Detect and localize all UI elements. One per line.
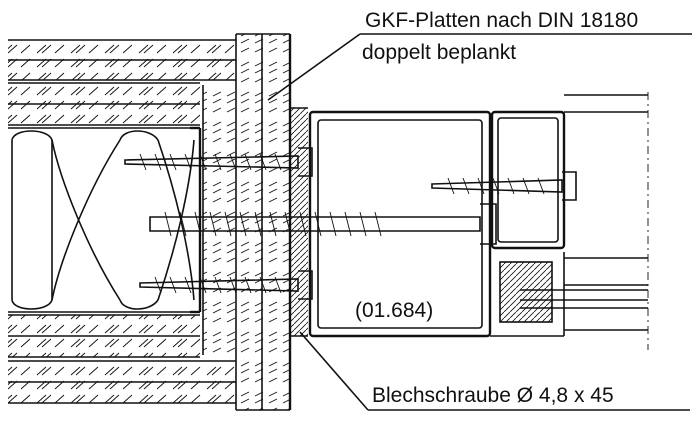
label-gkf-boards: GKF-Platten nach DIN 18180	[365, 9, 638, 32]
wall-boards-top	[8, 39, 236, 126]
screw-right	[431, 171, 577, 201]
screw-lower	[139, 270, 313, 300]
screw-upper	[124, 147, 313, 177]
leader-line-boards	[267, 33, 361, 101]
label-profile-code: (01.684)	[355, 299, 433, 322]
leader-line-screw	[299, 331, 369, 411]
glazing	[520, 92, 649, 350]
insulation	[8, 127, 195, 313]
label-double-planked: doppelt beplankt	[362, 41, 516, 64]
screw-middle	[149, 203, 497, 245]
wall-boards-bottom	[8, 314, 236, 404]
label-screw-spec: Blechschraube Ø 4,8 x 45	[372, 384, 614, 407]
